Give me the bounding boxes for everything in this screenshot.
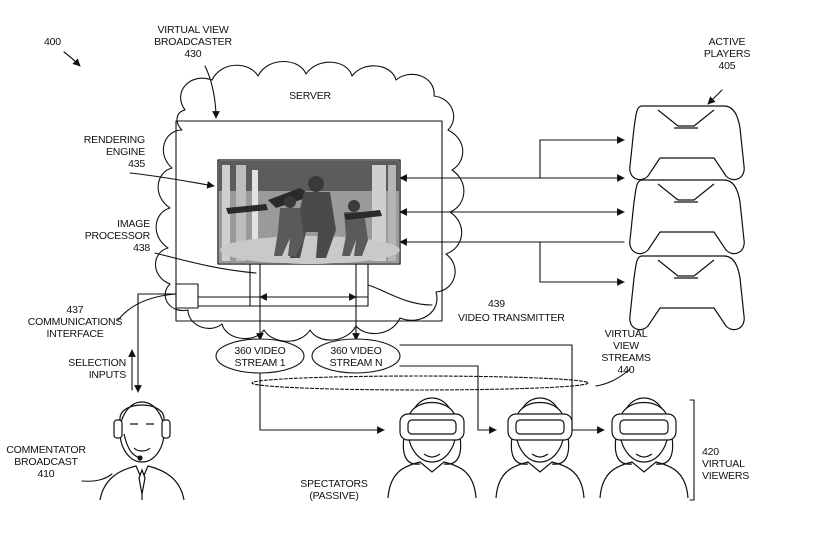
commentator-label: COMMENTATOR BROADCAST 410 — [4, 444, 88, 480]
active-players-line2: PLAYERS — [694, 48, 760, 60]
video-transmitter-label: VIDEO TRANSMITTER — [458, 312, 565, 324]
spectators-line1: SPECTATORS — [296, 478, 372, 490]
virtual-view-streams-ref: 440 — [588, 364, 664, 376]
communications-interface-line2: INTERFACE — [14, 328, 136, 340]
image-processor-ref: 438 — [72, 242, 150, 254]
commentator-ref: 410 — [4, 468, 88, 480]
virtual-viewers-ref: 420 — [702, 446, 768, 458]
spectators-group — [388, 398, 688, 498]
virtual-view-streams-label: VIRTUAL VIEW STREAMS 440 — [588, 328, 664, 376]
virtual-viewers-label: 420 VIRTUAL VIEWERS — [702, 446, 768, 482]
broadcaster-line2: BROADCASTER — [148, 36, 238, 48]
video-transmitter-ref: 439 — [488, 298, 505, 310]
controller-1 — [630, 106, 744, 180]
spectators-label: SPECTATORS (PASSIVE) — [296, 478, 372, 502]
active-players-label: ACTIVE PLAYERS 405 — [694, 36, 760, 72]
virtual-viewers-line2: VIEWERS — [702, 470, 768, 482]
spectator-1 — [388, 398, 476, 498]
stream-n-line1: 360 VIDEO — [320, 345, 392, 357]
commentator-figure — [100, 402, 184, 500]
stream-n-label: 360 VIDEO STREAM N — [320, 345, 392, 369]
stream-1-line2: STREAM 1 — [224, 357, 296, 369]
selection-inputs-line1: SELECTION — [52, 357, 126, 369]
rendering-engine-line1: RENDERING — [70, 134, 145, 146]
rendering-engine-label: RENDERING ENGINE 435 — [70, 134, 145, 170]
active-players-ref: 405 — [694, 60, 760, 72]
spectator-2 — [496, 398, 584, 498]
controller-3 — [630, 256, 744, 330]
virtual-view-streams-line1: VIRTUAL — [588, 328, 664, 340]
stream-1-line1: 360 VIDEO — [224, 345, 296, 357]
image-processor-line2: PROCESSOR — [72, 230, 150, 242]
server-label: SERVER — [286, 90, 334, 102]
communications-interface-label: 437 COMMUNICATIONS INTERFACE — [14, 304, 136, 340]
game-scene-image — [219, 161, 400, 264]
virtual-viewers-line1: VIRTUAL — [702, 458, 768, 470]
stream-1-label: 360 VIDEO STREAM 1 — [224, 345, 296, 369]
spectator-3 — [600, 398, 688, 498]
selection-inputs-label: SELECTION INPUTS — [52, 357, 126, 381]
communications-interface-line1: COMMUNICATIONS — [14, 316, 136, 328]
controller-2 — [630, 180, 744, 254]
game-controllers — [630, 106, 744, 330]
rendering-engine-line2: ENGINE — [70, 146, 145, 158]
virtual-view-streams-group — [252, 376, 588, 390]
broadcaster-line1: VIRTUAL VIEW — [148, 24, 238, 36]
figure-number: 400 — [44, 36, 61, 48]
virtual-view-streams-line3: STREAMS — [588, 352, 664, 364]
rendering-engine-ref: 435 — [70, 158, 145, 170]
selection-inputs-line2: INPUTS — [52, 369, 126, 381]
virtual-view-streams-line2: VIEW — [588, 340, 664, 352]
communications-interface-box — [176, 284, 198, 308]
broadcaster-label: VIRTUAL VIEW BROADCASTER 430 — [148, 24, 238, 60]
active-players-line1: ACTIVE — [694, 36, 760, 48]
image-processor-line1: IMAGE — [72, 218, 150, 230]
stream-n-line2: STREAM N — [320, 357, 392, 369]
communications-interface-ref: 437 — [14, 304, 136, 316]
image-processor-label: IMAGE PROCESSOR 438 — [72, 218, 150, 254]
broadcaster-ref: 430 — [148, 48, 238, 60]
commentator-line2: BROADCAST — [4, 456, 88, 468]
spectators-line2: (PASSIVE) — [296, 490, 372, 502]
commentator-line1: COMMENTATOR — [4, 444, 88, 456]
